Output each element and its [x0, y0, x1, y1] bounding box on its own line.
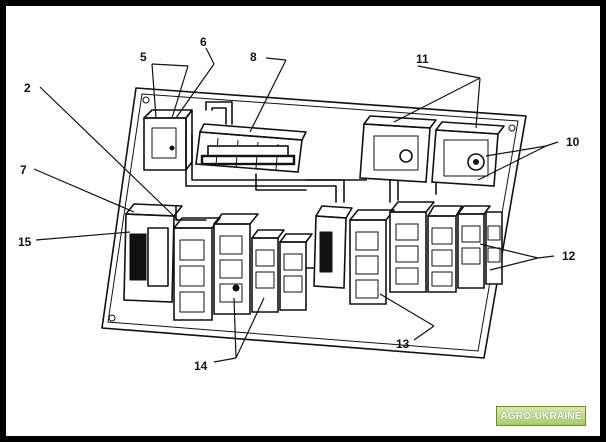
callout-2: 2 — [24, 81, 31, 95]
callout-12: 12 — [562, 249, 576, 263]
callout-14: 14 — [194, 359, 208, 373]
mounting-plate — [101, 87, 527, 359]
terminal-strip-top — [195, 123, 307, 173]
relay-panel-drawing: 2 5 6 7 8 10 11 12 13 14 15 — [18, 35, 580, 373]
watermark-logo: AGRO-UKRAINE — [496, 406, 586, 426]
callout-7: 7 — [20, 163, 27, 177]
relay-pair-top-right — [359, 115, 505, 187]
diagram-canvas: 2 5 6 7 8 10 11 12 13 14 15 AGRO-UKRAINE — [6, 6, 600, 436]
callout-6: 6 — [200, 35, 207, 49]
relay-block-left — [173, 213, 313, 321]
callout-8: 8 — [250, 50, 257, 64]
relay-block-right — [349, 201, 503, 305]
callout-13: 13 — [396, 337, 410, 351]
callout-11: 11 — [416, 52, 429, 66]
callout-labels: 2 5 6 7 8 10 11 12 13 14 15 — [18, 35, 580, 373]
watermark-text: AGRO-UKRAINE — [500, 410, 582, 422]
transformer-left — [123, 203, 183, 303]
callout-15: 15 — [18, 235, 32, 249]
callout-10: 10 — [566, 135, 580, 149]
callout-5: 5 — [140, 50, 147, 64]
leader-lines — [33, 47, 559, 363]
transformer-middle — [313, 205, 353, 289]
relay-small-top-left — [143, 109, 193, 171]
